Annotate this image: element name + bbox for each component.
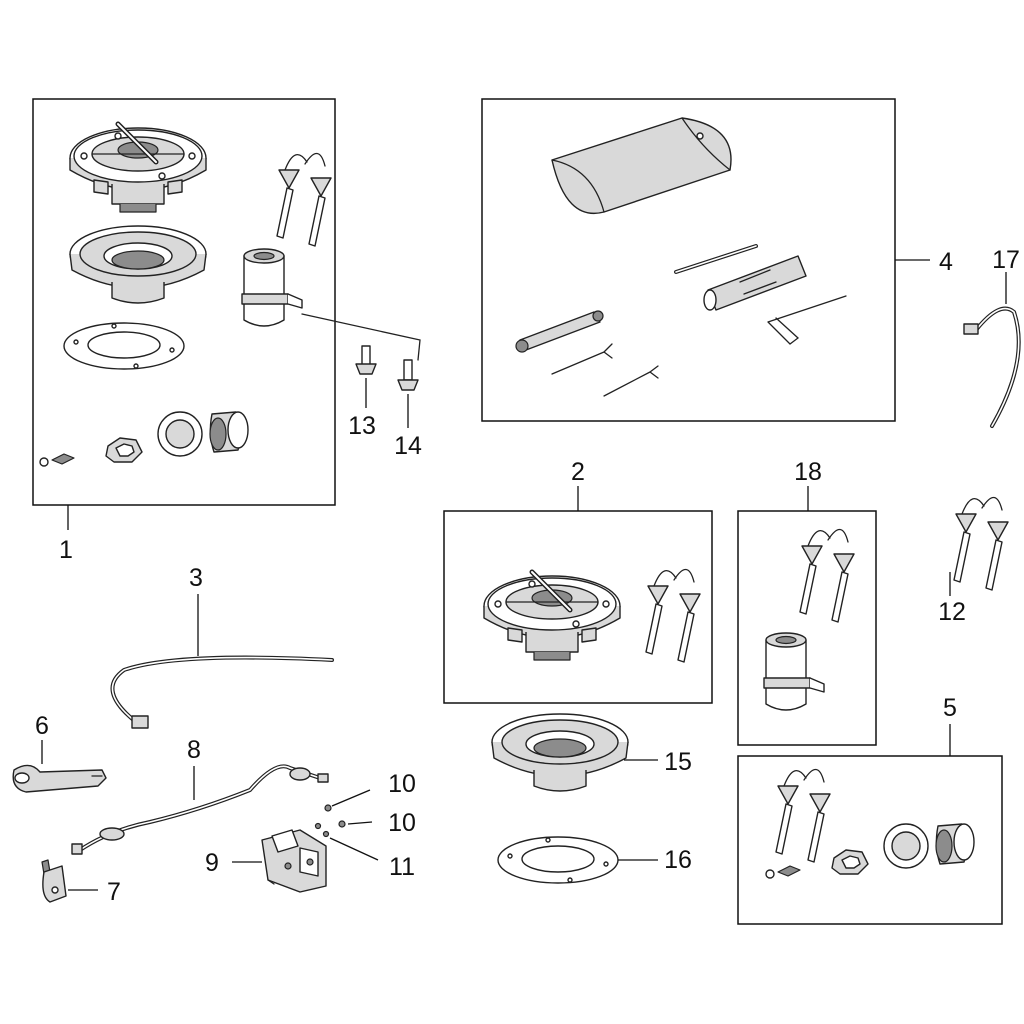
seat-ring-part [69, 225, 207, 304]
key-set-2-part [645, 568, 701, 663]
wire-17-part [974, 306, 1021, 428]
callout-11: 11 [389, 853, 415, 881]
fuel-cap-2-part [484, 572, 620, 660]
nut-10a-part [324, 804, 332, 812]
callout-7: 7 [107, 878, 121, 906]
lock-cylinder-18-part [763, 632, 825, 711]
lock-hardware-part [39, 411, 249, 467]
gasket-16-part [497, 836, 619, 884]
seat-ring-15-part [491, 713, 629, 792]
callout-10a: 10 [388, 770, 416, 798]
group-box-18 [737, 510, 877, 746]
callout-9: 9 [205, 849, 219, 877]
latch-9-part [261, 829, 327, 893]
connector-3-part [131, 715, 149, 729]
cable-end-8a [99, 827, 125, 841]
washer-11a-part [314, 822, 322, 830]
callout-10b: 10 [388, 809, 416, 837]
callout-13: 13 [348, 412, 376, 440]
gasket-part [63, 322, 185, 370]
screw-14-part [397, 359, 419, 391]
callout-5: 5 [943, 694, 957, 722]
harness-3-part [110, 655, 334, 724]
box-wrench-part [515, 310, 604, 353]
open-wrench-1-part [551, 343, 613, 375]
tool-pouch-part [551, 117, 732, 214]
callout-6: 6 [35, 712, 49, 740]
cable-end-8b [71, 843, 83, 855]
callout-2: 2 [571, 458, 585, 486]
callout-3: 3 [189, 564, 203, 592]
cable-end-8c [289, 767, 311, 781]
spark-plug-wrench-part [703, 255, 807, 311]
lock-rod [301, 313, 421, 361]
lock-hardware-5-part [765, 823, 975, 879]
open-wrench-2-part [603, 365, 659, 397]
latch-7-part [41, 859, 67, 903]
key-set-part [276, 152, 332, 247]
callout-14: 14 [394, 432, 422, 460]
nut-10b-part [338, 820, 346, 828]
group-box-5 [737, 755, 1003, 925]
callout-4: 4 [939, 248, 953, 276]
key-set-12-part [953, 496, 1009, 591]
group-box-1 [32, 98, 336, 506]
callout-8: 8 [187, 736, 201, 764]
key-set-5-part [775, 768, 831, 863]
callout-17: 17 [992, 246, 1020, 274]
screw-13-part [355, 345, 377, 375]
fuel-cap-part [70, 124, 206, 212]
bracket-6-part [12, 764, 107, 793]
callout-1: 1 [59, 536, 73, 564]
callout-12: 12 [938, 598, 966, 626]
callout-15: 15 [664, 748, 692, 776]
lock-cylinder-part [241, 248, 303, 327]
hex-key-part [767, 295, 847, 345]
pin-tool-part [674, 244, 758, 274]
cable-end-8d [317, 773, 329, 783]
connector-17-part [963, 323, 979, 335]
callout-16: 16 [664, 846, 692, 874]
washer-11b-part [322, 830, 330, 838]
callout-18: 18 [794, 458, 822, 486]
key-set-18-part [799, 528, 855, 623]
